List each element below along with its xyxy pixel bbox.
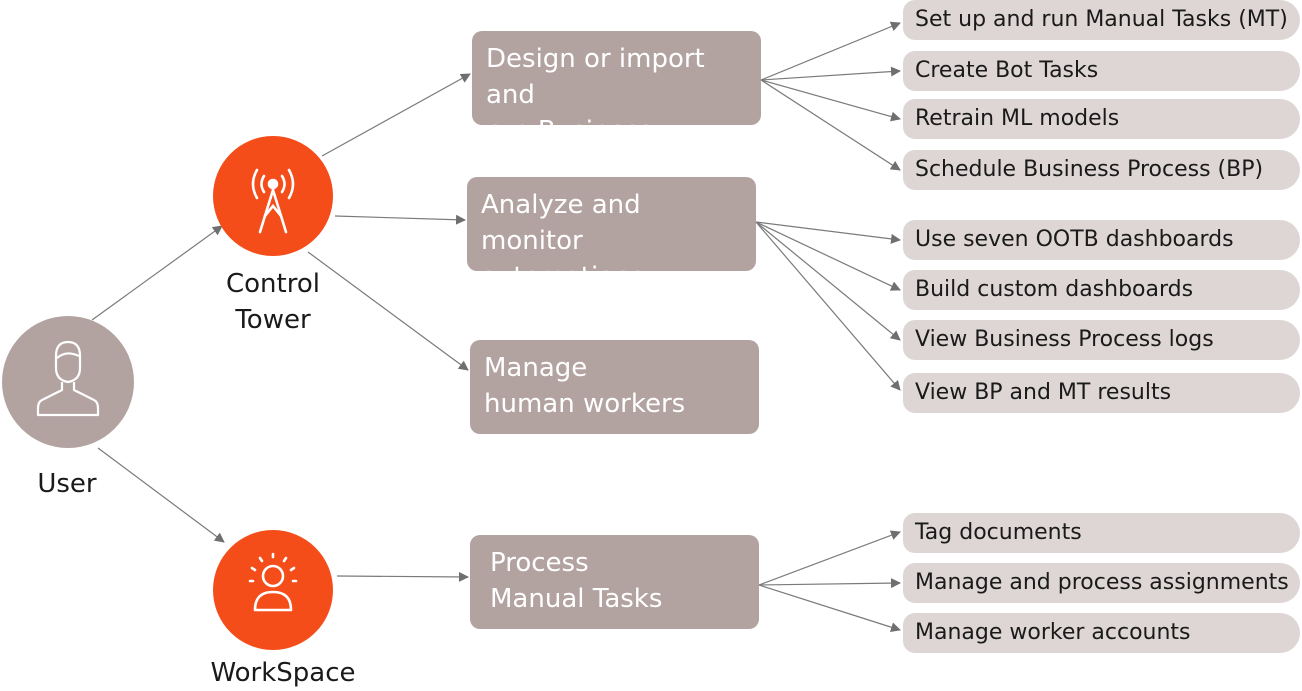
arrow-design-item-2 — [760, 66, 901, 81]
arrow-process-item-3 — [758, 584, 901, 633]
analyze-item: Build custom dashboards — [903, 270, 1300, 310]
arrow-process-item-1 — [758, 530, 901, 586]
arrow-process-item-2 — [758, 578, 901, 589]
antenna-tower-icon — [251, 168, 295, 234]
user-node — [2, 316, 134, 448]
analyze-monitor-box: Analyze and monitor automations — [467, 177, 756, 292]
arrow-design-item-1 — [760, 21, 901, 81]
arrow-user-to-control-tower — [91, 225, 223, 321]
arrow-user-to-workspace — [97, 447, 225, 543]
arrow-analyze-item-1 — [755, 221, 901, 244]
person-outline-icon — [36, 340, 100, 417]
arrow-design-item-4 — [760, 79, 901, 171]
person-radiant-icon — [248, 552, 298, 612]
arrow-analyze-item-4 — [755, 221, 901, 391]
manage-human-workers-box: Manage human workers — [470, 340, 759, 434]
arrow-design-item-3 — [760, 79, 901, 122]
arrow-tower-to-design — [321, 73, 471, 157]
design-item: Create Bot Tasks — [903, 51, 1300, 91]
arrow-workspace-to-process — [336, 571, 469, 582]
process-item: Manage worker accounts — [903, 613, 1300, 653]
user-label: User — [37, 469, 97, 499]
workspace-node — [213, 530, 333, 650]
analyze-item: View Business Process logs — [903, 320, 1300, 360]
design-business-process-box: Design or import and run Business Proces… — [472, 31, 761, 182]
process-item: Tag documents — [903, 513, 1300, 553]
arrow-analyze-item-3 — [755, 221, 901, 341]
process-item: Manage and process assignments — [903, 563, 1300, 603]
design-item: Set up and run Manual Tasks (MT) — [903, 0, 1300, 40]
analyze-item: Use seven OOTB dashboards — [903, 220, 1300, 260]
arrow-tower-to-manage — [307, 251, 469, 371]
control-tower-label: Control Tower — [226, 269, 320, 335]
control-tower-node — [213, 136, 333, 256]
design-item: Schedule Business Process (BP) — [903, 150, 1300, 190]
arrow-analyze-item-2 — [755, 221, 901, 291]
analyze-item: View BP and MT results — [903, 373, 1300, 413]
arrow-tower-to-analyze — [334, 214, 466, 225]
design-item: Retrain ML models — [903, 99, 1300, 139]
process-manual-tasks-box: Process Manual Tasks — [470, 535, 759, 629]
workspace-label: WorkSpace — [210, 658, 356, 688]
